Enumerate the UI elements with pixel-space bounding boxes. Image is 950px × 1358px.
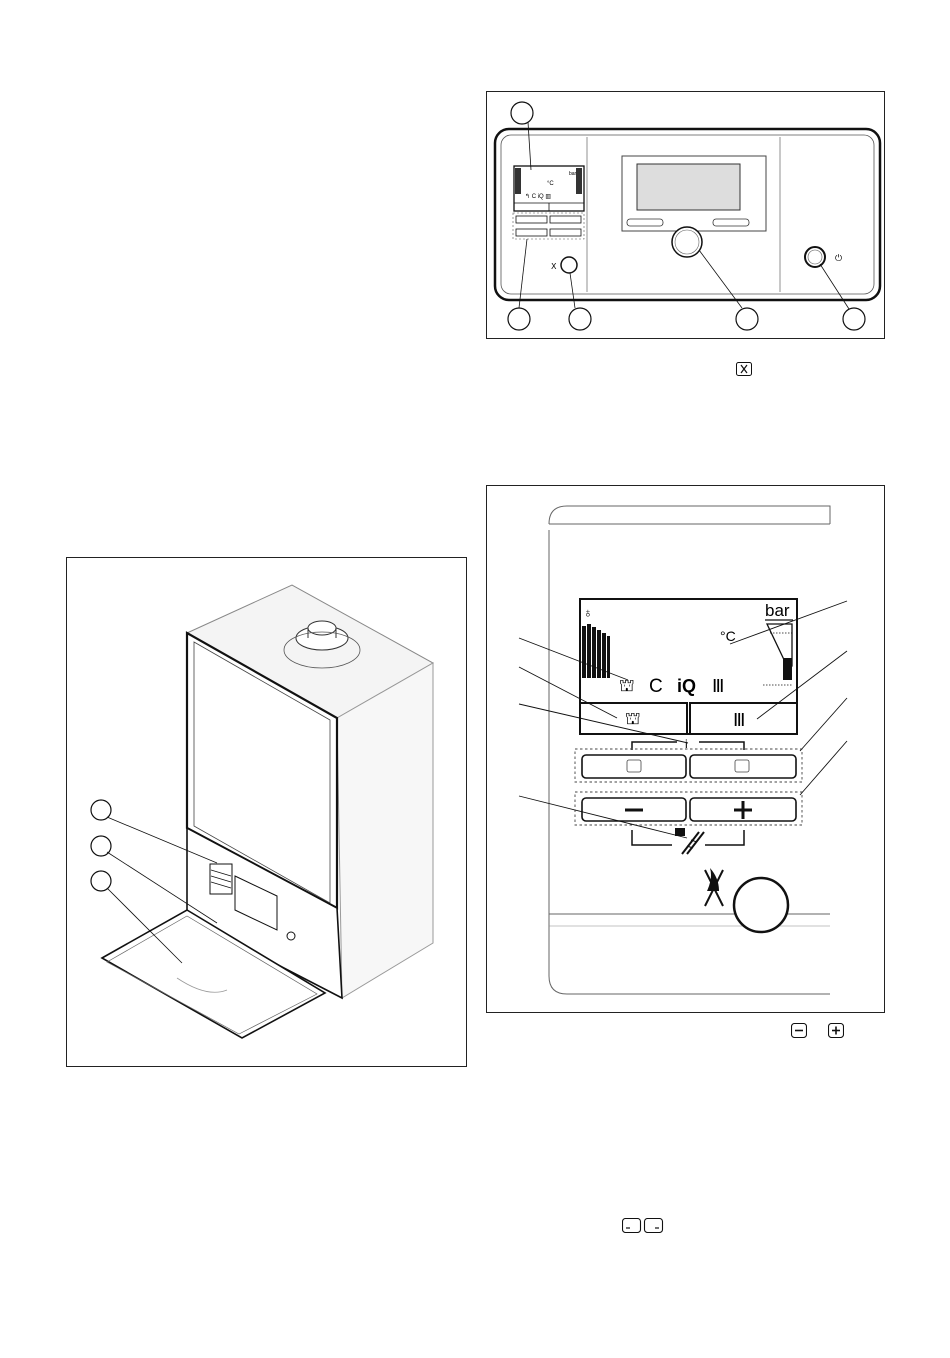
controller-knob[interactable]: [672, 227, 702, 257]
mini-status-icons: ↰ C iQ ▥: [525, 193, 551, 200]
control-panel-drawing: °C bar ↰ C iQ ▥ Ⅹ ⏻: [487, 92, 886, 340]
mini-temperature-unit: °C: [547, 181, 554, 187]
mini-reset-button[interactable]: [561, 257, 577, 273]
figure-control-panel: °C bar ↰ C iQ ▥ Ⅹ ⏻: [486, 91, 885, 339]
chimney-sweep-icon: [675, 828, 704, 854]
mini-plus-button[interactable]: [550, 229, 581, 236]
svg-text:Ⅹ: Ⅹ: [551, 262, 557, 271]
reset-button[interactable]: [734, 878, 788, 932]
comfort-icon: C: [649, 676, 663, 697]
mini-minus-button[interactable]: [516, 229, 547, 236]
boiler-drawing: [67, 558, 468, 1068]
plus-icon: [828, 1023, 844, 1038]
minus-icon: [791, 1023, 807, 1038]
tap-icon: ⛫: [619, 676, 635, 695]
reset-flame-icon: [705, 868, 723, 906]
tap-icon: ⛫: [625, 709, 641, 728]
mini-pressure-unit: bar: [569, 171, 577, 177]
iq-icon: iQ: [677, 676, 696, 696]
mini-softkey-right[interactable]: [550, 216, 581, 223]
reset-flame-icon: [736, 362, 752, 376]
flame-icon: ♁: [583, 605, 593, 620]
figure-boiler-flap: [66, 557, 467, 1067]
softkey-pair-icon: [622, 1218, 664, 1233]
temperature-unit-label: °C: [720, 628, 736, 644]
right-softkey[interactable]: [690, 755, 796, 778]
pressure-unit-label: bar: [765, 601, 790, 620]
power-icon: ⏻: [835, 253, 842, 263]
mini-softkey-left[interactable]: [516, 216, 547, 223]
display-detail-drawing: ♁ bar °C ⛫ C iQ Ⅲ ⛫: [487, 486, 886, 1014]
figure-display-detail: ♁ bar °C ⛫ C iQ Ⅲ ⛫: [486, 485, 885, 1013]
left-softkey[interactable]: [582, 755, 686, 778]
radiator-icon: Ⅲ: [733, 710, 745, 730]
radiator-icon: Ⅲ: [712, 676, 724, 696]
